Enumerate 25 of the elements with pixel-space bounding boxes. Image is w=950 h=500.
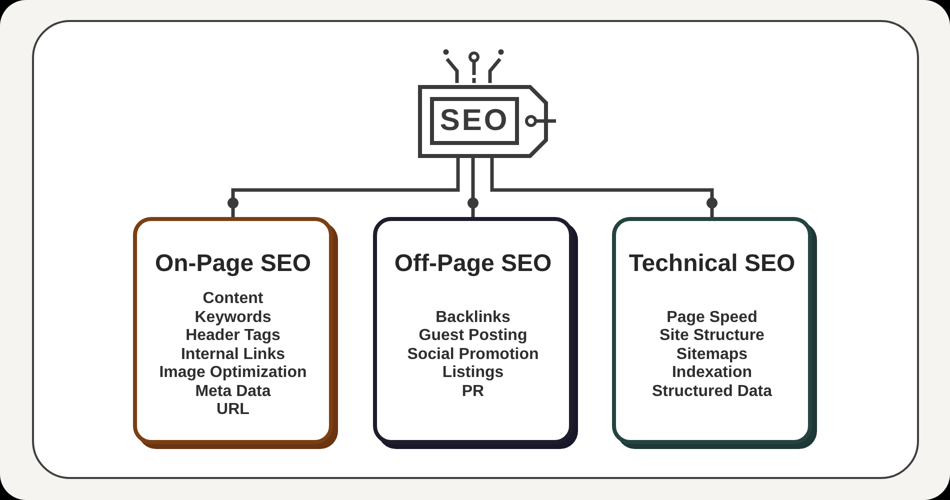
list-item: Guest Posting [418,327,528,346]
card-title: Off-Page SEO [394,250,552,278]
list-item: Structured Data [652,382,772,402]
list-item: Meta Data [195,382,271,402]
list-item: Image Optimization [159,364,307,383]
card-title: Technical SEO [628,250,796,278]
list-item: Sitemaps [676,346,748,364]
connector-line [490,158,718,217]
card-title: On-Page SEO [154,250,312,278]
list-item: Indexation [672,364,752,383]
list-item: URL [216,401,250,420]
list-item: Internal Links [180,346,285,364]
price-tag [418,84,558,158]
list-item: Site Structure [660,327,764,346]
list-item: Header Tags [186,327,280,346]
connector-line [228,158,460,217]
list-item: Content [202,290,264,309]
tag-label: SEO [438,103,510,139]
list-item: Social Promotion [407,346,539,364]
connector-line [468,158,478,217]
list-item: Backlinks [436,308,510,328]
list-item: Keywords [194,308,272,328]
list-item: PR [462,382,484,402]
list-item: Listings [442,364,504,383]
list-item: Page Speed [666,308,758,328]
